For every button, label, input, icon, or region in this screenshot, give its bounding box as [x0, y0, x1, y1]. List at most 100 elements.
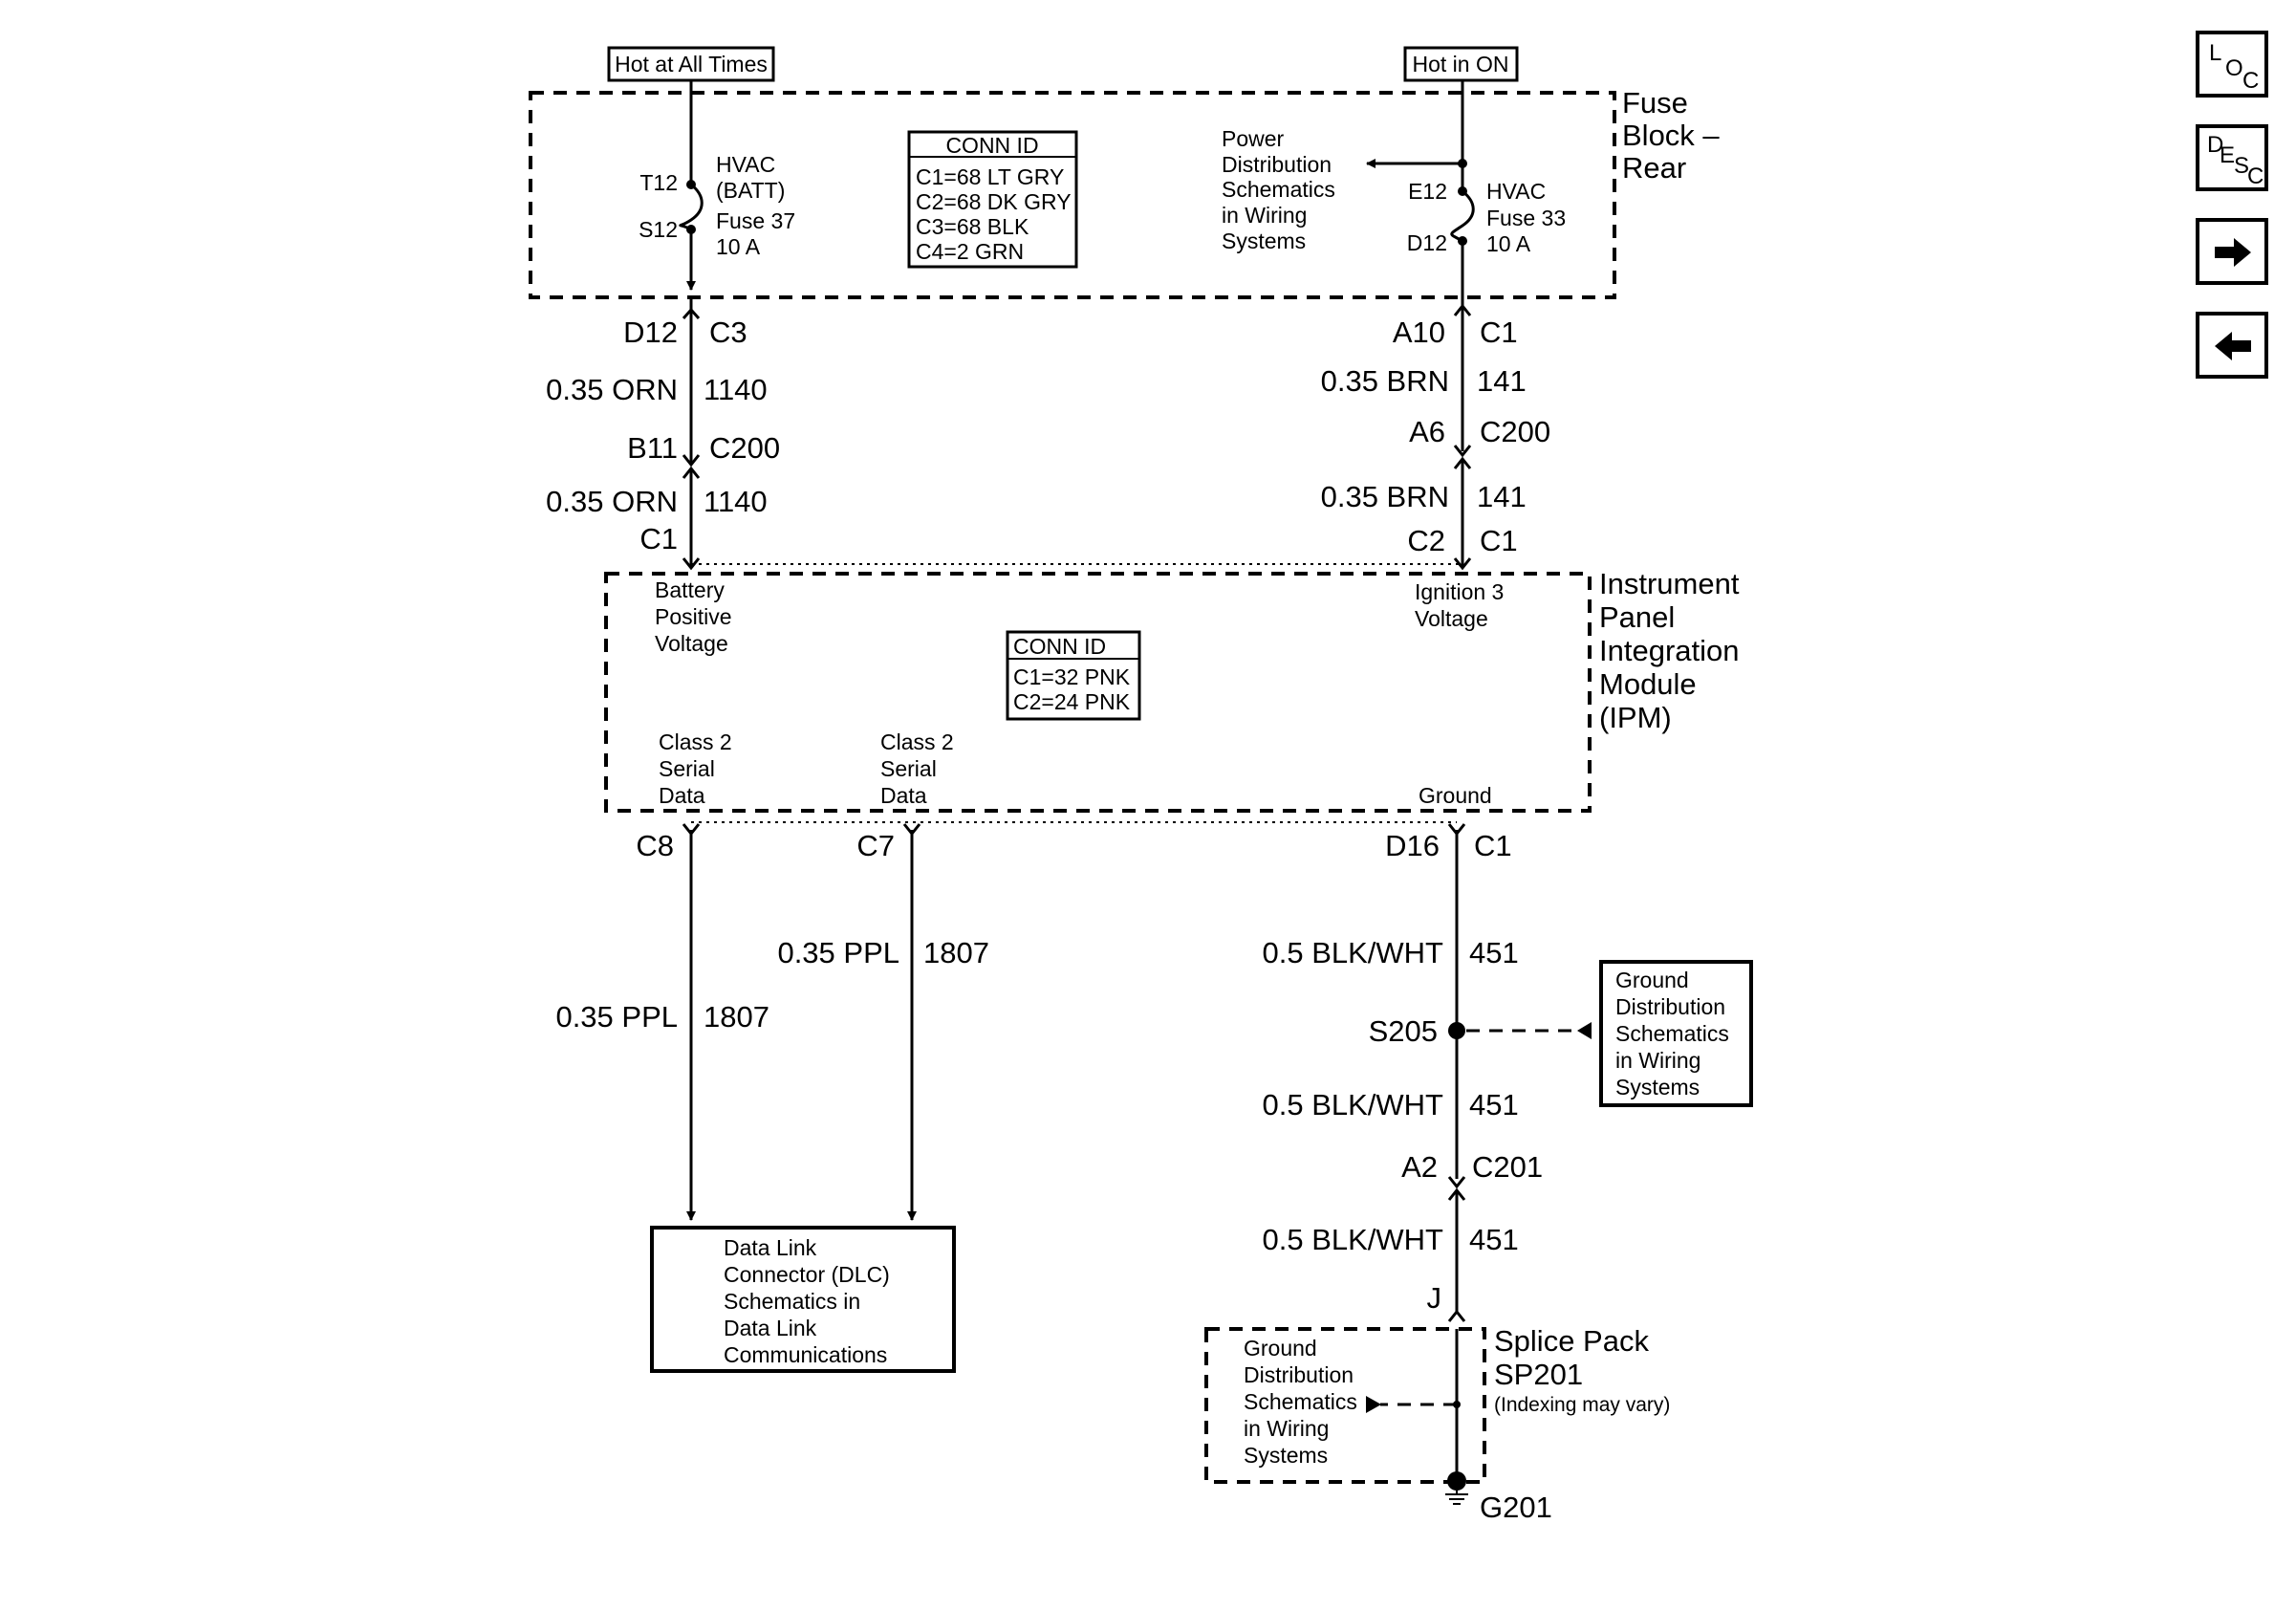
wire-color-label: 0.5 BLK/WHT — [1263, 936, 1444, 969]
fuse-terminal-dot — [686, 225, 696, 234]
pin-label: C8 — [636, 829, 674, 862]
ref-line: Systems — [1222, 229, 1306, 253]
splice-pack-outline — [1204, 1327, 1486, 1484]
pin-label: C2 — [1407, 524, 1445, 557]
ref-line: Ground — [1244, 1336, 1317, 1361]
supply-hot-in-on: Hot in ON — [1403, 46, 1519, 82]
connector-label: C200 — [1480, 415, 1550, 448]
loc-letter: L — [2209, 40, 2222, 66]
splice-pack-title: Splice Pack — [1494, 1324, 1649, 1358]
fuse-label-line: (BATT) — [716, 178, 785, 203]
ref-line: Connector (DLC) — [724, 1262, 890, 1287]
wire-color-label: 0.35 BRN — [1321, 364, 1449, 398]
fuse-symbol — [1450, 189, 1475, 243]
supply-right-label: Hot in ON — [1413, 52, 1509, 76]
loc-letter: C — [2242, 68, 2260, 94]
connector-label: C1 — [1480, 316, 1518, 349]
fuse-pin-label: T12 — [639, 170, 678, 195]
ref-line: Schematics — [1222, 177, 1335, 202]
loc-letter: O — [2225, 55, 2243, 81]
ipm-title-line: Integration — [1599, 634, 1740, 667]
connector-symbol — [1447, 1176, 1466, 1189]
left-circuit: D12 C3 0.35 ORN 1140 B11 C200 0.35 ORN 1… — [546, 297, 780, 571]
circuit-number-label: 451 — [1469, 1088, 1519, 1121]
ipm-conn-id-box: CONN ID C1=32 PNK C2=24 PNK — [1006, 630, 1141, 721]
ipm-class2-b-label: Class 2 Serial Data — [880, 729, 954, 808]
ipm-title-line: Panel — [1599, 600, 1675, 634]
ground-dot — [1447, 1471, 1466, 1491]
ground-distribution-ref-box[interactable]: Ground Distribution Schematics in Wiring… — [1599, 960, 1753, 1107]
fuse-37: T12 S12 HVAC (BATT) Fuse 37 10 A — [639, 80, 795, 291]
fuse-pin-label: S12 — [639, 217, 678, 242]
ipm-pin-function: Data — [659, 783, 705, 808]
circuit-number-label: 1140 — [704, 373, 768, 406]
power-distribution-ref[interactable]: Power Distribution Schematics in Wiring … — [1222, 126, 1335, 253]
fuse-label-line: Fuse 33 — [1486, 206, 1566, 230]
conn-id-line: C4=2 GRN — [916, 239, 1024, 264]
ipm-pin-function: Battery — [655, 577, 725, 602]
ref-line: Schematics — [1615, 1021, 1729, 1046]
conn-id-header: CONN ID — [945, 133, 1038, 158]
ref-line: Distribution — [1615, 994, 1725, 1019]
ref-line: in Wiring — [1244, 1416, 1329, 1441]
fuse-block-title-line: Rear — [1622, 151, 1686, 185]
ipm-pin-function: Class 2 — [659, 729, 732, 754]
splice-label: S205 — [1369, 1014, 1438, 1048]
fuse-block-title-line: Fuse — [1622, 86, 1688, 120]
splice-pack-sp201: Ground Distribution Schematics in Wiring… — [1204, 1324, 1670, 1524]
desc-letter: E — [2220, 142, 2236, 168]
connector-symbol — [1453, 557, 1472, 571]
connector-symbol — [682, 307, 701, 319]
ipm-pin-function: Serial — [880, 756, 937, 781]
ref-line: in Wiring — [1615, 1048, 1700, 1073]
fuse-label-line: HVAC — [1486, 179, 1546, 204]
dlc-reference-box[interactable]: Data Link Connector (DLC) Schematics in … — [650, 1226, 956, 1373]
ref-line: Ground — [1615, 968, 1689, 992]
fuse-block-title: Fuse Block – Rear — [1622, 86, 1720, 185]
ipm-outline — [604, 572, 1592, 813]
ref-line: in Wiring — [1222, 203, 1307, 228]
desc-letter: S — [2234, 153, 2250, 179]
ref-line: Communications — [724, 1342, 887, 1367]
description-button[interactable]: D E S C — [2196, 124, 2268, 191]
circuit-number-label: 1807 — [704, 1000, 769, 1034]
circuit-number-label: 141 — [1477, 364, 1527, 398]
connector-symbol — [1453, 303, 1472, 316]
desc-letter: C — [2247, 163, 2264, 189]
ipm-title-line: Instrument — [1599, 567, 1740, 600]
fuse-terminal-dot — [1458, 236, 1467, 246]
ipm-title-line: Module — [1599, 667, 1697, 701]
ipm-title: Instrument Panel Integration Module (IPM… — [1599, 567, 1740, 734]
arrow-left-icon — [2215, 332, 2251, 360]
ground-ref-arrow — [1366, 1396, 1381, 1413]
wire-color-label: 0.35 PPL — [555, 1000, 678, 1034]
wire-color-label: 0.35 ORN — [546, 485, 678, 518]
connector-label: C1 — [1480, 524, 1518, 557]
pin-label: C7 — [856, 829, 895, 862]
connector-label: C201 — [1472, 1150, 1543, 1184]
ipm-title-line: (IPM) — [1599, 701, 1672, 734]
ref-line: Distribution — [1222, 152, 1332, 177]
ipm-pin-function: Ignition 3 — [1415, 579, 1504, 604]
ref-line: Schematics — [1244, 1389, 1357, 1414]
ipm-pin-function: Voltage — [655, 631, 728, 656]
pin-label: B11 — [627, 431, 678, 465]
splice-pack-note: (Indexing may vary) — [1494, 1394, 1670, 1416]
ipm-ground-label: Ground — [1419, 783, 1492, 808]
ipm-pin-function: Data — [880, 783, 927, 808]
c8-circuit: C8 0.35 PPL 1807 — [555, 823, 769, 1221]
ipm-pin-function: Positive — [655, 604, 732, 629]
pin-label: A6 — [1409, 415, 1445, 448]
right-circuit: A10 C1 0.35 BRN 141 A6 C200 0.35 BRN 141… — [1321, 297, 1550, 571]
arrow-right-icon — [2215, 238, 2251, 267]
pin-label: D12 — [623, 316, 678, 349]
fuse-block-conn-id-box: CONN ID C1=68 LT GRY C2=68 DK GRY C3=68 … — [907, 130, 1078, 269]
previous-button[interactable] — [2196, 312, 2268, 379]
ground-circuit: D16 C1 0.5 BLK/WHT 451 S205 0.5 BLK/WHT … — [1263, 823, 1592, 1322]
connector-symbol — [682, 557, 701, 571]
next-button[interactable] — [2196, 218, 2268, 285]
location-button[interactable]: L O C — [2196, 31, 2268, 98]
fuse-terminal-dot — [1458, 186, 1467, 196]
conn-id-line: C1=32 PNK — [1013, 664, 1131, 689]
